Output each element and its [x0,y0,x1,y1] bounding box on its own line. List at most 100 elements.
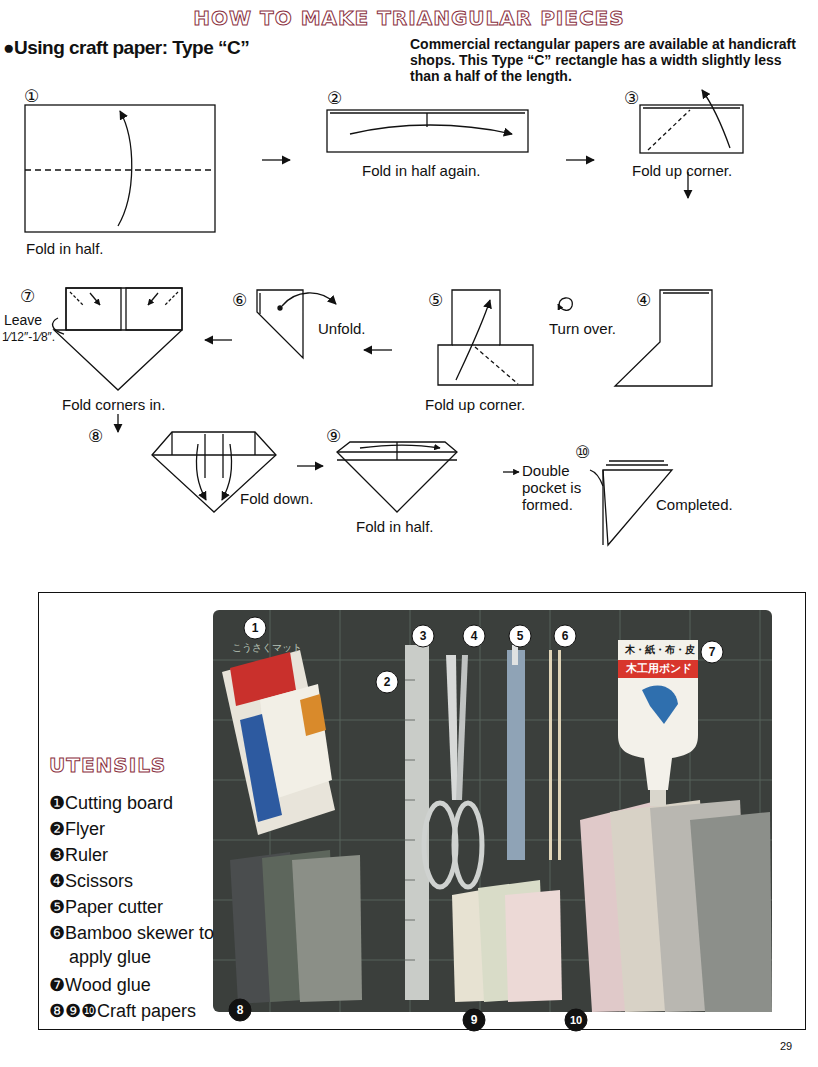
fold-steps-part [648,110,690,150]
utensils-photo-part-part [405,680,415,681]
fold-steps-part [254,432,255,455]
utensils-photo-part-part [463,625,485,647]
fold-steps [25,90,743,545]
description: Commercial rectangular papers are availa… [410,36,814,84]
fold-steps-part [364,349,392,350]
list-item: ❽❾❿Craft papers [49,999,196,1023]
callout-number: 4 [463,625,485,647]
fold-steps-part [456,300,490,380]
fold-steps-part [602,470,603,545]
fold-steps-part [204,434,205,478]
step-number: ④ [636,290,656,310]
fold-steps-part [360,445,440,448]
utensils-photo-part [642,686,678,724]
utensils-photo-part [292,855,362,1002]
utensils-photo-part-part [554,625,576,647]
panel-heading: UTENSILS [49,753,166,777]
fold-steps-part [590,470,603,486]
step-number: ⑨ [326,426,346,446]
utensils-photo-part [454,803,482,887]
utensils-photo-part-part [701,641,723,663]
fold-steps-part [278,306,282,310]
callout-number: 5 [509,625,531,647]
caption: Completed. [656,496,766,514]
step-number: ② [327,88,347,108]
bottle-text: 木工用ボンド [620,662,698,675]
utensils-photo-part [424,803,456,887]
page-number: 29 [780,1040,810,1053]
fold-steps-part [54,288,182,390]
utensils-photo-part [213,610,772,1012]
fold-steps-part [503,471,519,472]
step-number: ① [24,86,44,106]
page-title: HOW TO MAKE TRIANGULAR PIECES [0,6,818,30]
callout-number: 3 [412,625,434,647]
bottle-text: 木・紙・布・皮 [620,644,700,656]
fold-steps-part [327,110,528,152]
utensils-photo-part-part [405,960,415,961]
caption: Turn over. [549,320,639,338]
section-heading: ●Using craft paper: Type “C” [3,36,333,59]
callout-number: 2 [376,671,398,693]
utensils-photo-part [505,890,562,1002]
list-item: ❼Wood glue [49,973,151,997]
list-item: ❶Cutting board [49,791,173,815]
list-item: ❷Flyer [49,817,105,841]
fold-steps-part [438,290,533,385]
utensils-photo-part-part [509,625,531,647]
utensils-photo-part [446,655,458,800]
fold-steps-part [205,339,232,340]
step-number: ⑥ [232,290,252,310]
fold-steps-part [262,159,290,160]
utensils-photo-part-part [229,999,251,1021]
utensils-photo-part-part [405,920,415,921]
utensils-photo-part-part [405,800,415,801]
utensils-photo-part-part [565,1009,587,1031]
utensils-photo-part [405,680,415,960]
utensils-photo-part-part [412,625,434,647]
fold-steps-part [337,459,457,460]
fold-steps-part [606,464,668,465]
caption: Unfold. [318,320,388,338]
utensils-photo-part [507,650,525,860]
dimension: 1⁄12″-1⁄8″. [2,330,72,344]
fold-steps-part [640,105,743,153]
fold-steps-part [90,293,100,305]
fold-steps-part [171,432,172,455]
fold-steps-part [222,434,223,478]
caption: Fold down. [240,490,340,508]
utensils-photo [213,610,772,1031]
fold-steps-part [337,442,457,512]
fold-steps-part [196,444,206,500]
utensils-panel: UTENSILS❶Cutting board❷Flyer❸Ruler❹Sciss… [38,592,806,1030]
utensils-photo-part [240,714,282,822]
utensils-photo-part [300,694,326,736]
caption: Fold in half again. [362,162,522,180]
caption: Fold in half. [356,518,466,536]
fold-steps-part [148,293,158,305]
utensils-photo-part [229,617,723,1031]
caption: Fold corners in. [62,396,202,414]
fold-steps-part [702,90,730,148]
fold-steps-part [117,414,118,432]
fold-steps-part [475,347,518,384]
fold-steps-part [297,465,323,466]
fold-steps-part [558,298,572,310]
step-number: ⑧ [88,426,108,446]
utensils-photo-part-part [405,720,415,721]
utensils-photo-part [549,650,552,860]
fold-steps-part [350,125,512,134]
fold-steps-part [222,444,232,500]
utensils-photo-part [558,650,561,860]
note: Leave [4,312,54,329]
callout-number: 6 [554,625,576,647]
utensils-photo-part [618,640,698,790]
utensils-photo-part [650,790,666,806]
fold-steps-part [643,107,740,108]
fold-steps-part [152,454,276,455]
fold-steps-part [259,293,260,314]
utensils-photo-part [456,655,468,800]
callout-number: 7 [701,641,723,663]
mat-text: こうさくマット [232,642,342,654]
fold-steps-part [609,460,664,461]
